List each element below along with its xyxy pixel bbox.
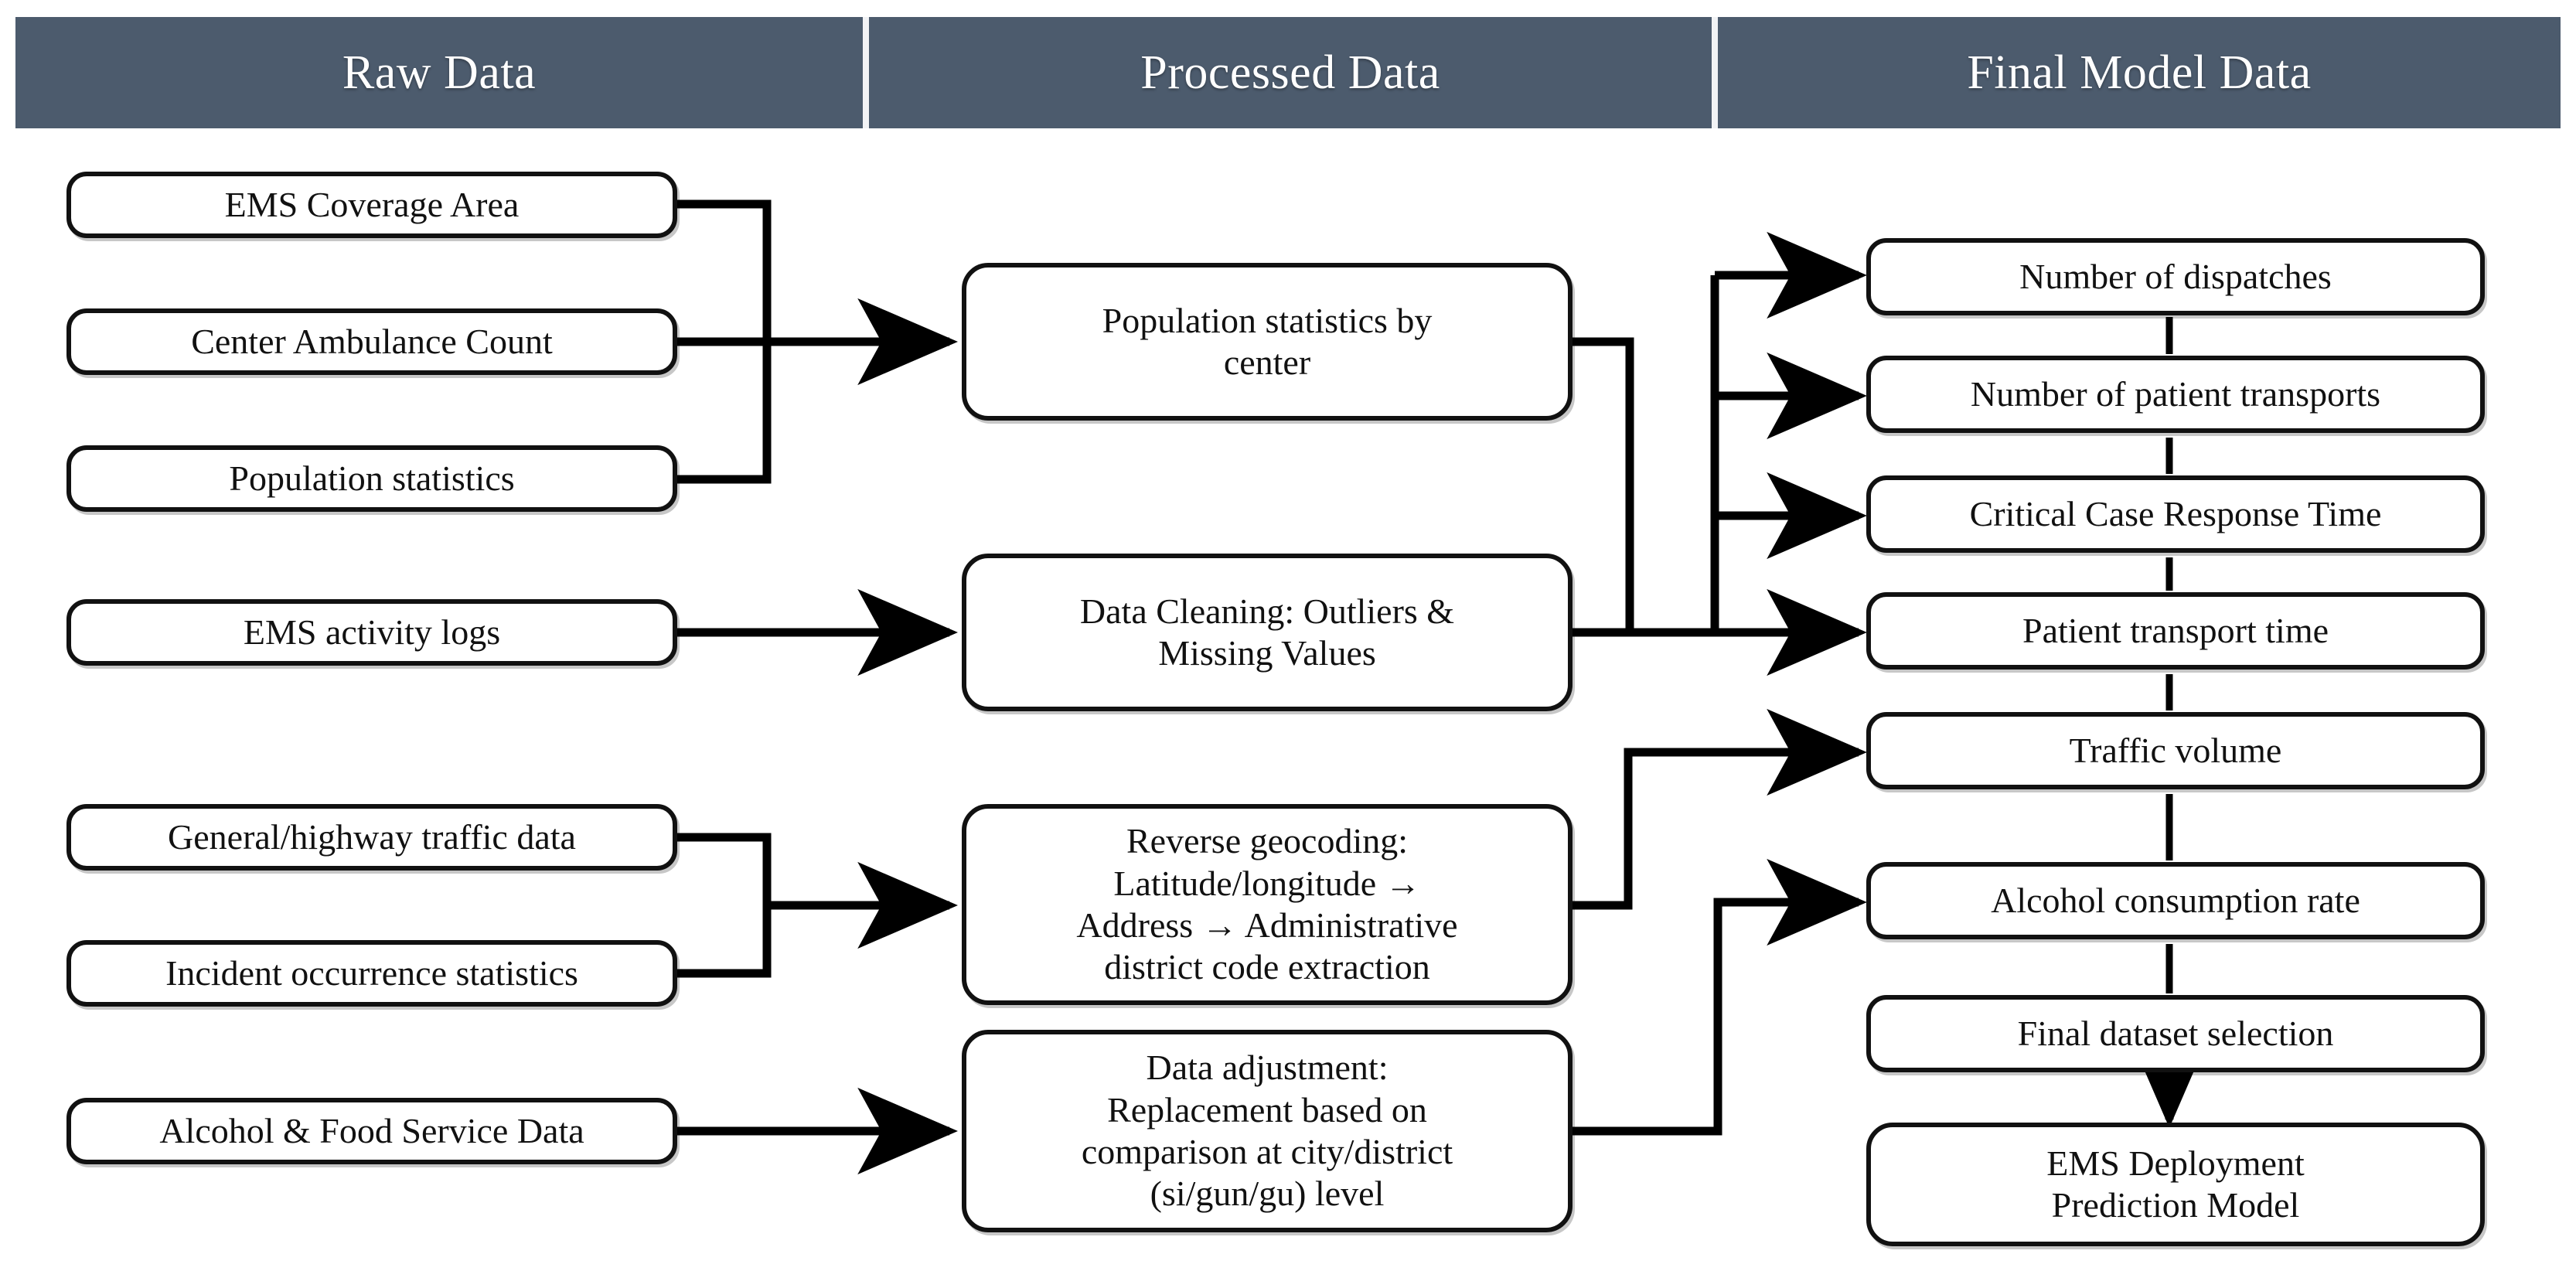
node-population-statistics-by-center[interactable]: Population statistics by center: [962, 263, 1573, 421]
node-traffic-volume[interactable]: Traffic volume: [1866, 712, 2485, 789]
node-label-reverse-geocoding: Reverse geocoding: Latitude/longitude → …: [1076, 821, 1458, 987]
node-label-patient-transport-time: Patient transport time: [2022, 610, 2329, 650]
connector-raw-group2-bracket: [674, 833, 772, 978]
node-label-general-highway-traffic-data: General/highway traffic data: [168, 816, 576, 857]
node-patient-transport-time[interactable]: Patient transport time: [1866, 592, 2485, 670]
node-reverse-geocoding[interactable]: Reverse geocoding: Latitude/longitude → …: [962, 804, 1573, 1005]
header-divider-1: [863, 17, 869, 128]
node-label-data-adjustment: Data adjustment: Replacement based on co…: [1081, 1048, 1453, 1214]
header-column-raw-data: Raw Data: [15, 17, 863, 128]
node-label-incident-occurrence-statistics: Incident occurrence statistics: [165, 952, 578, 993]
node-general-highway-traffic-data[interactable]: General/highway traffic data: [66, 804, 677, 871]
header-column-processed-data: Processed Data: [869, 17, 1712, 128]
header-column-final-model-data: Final Model Data: [1718, 17, 2561, 128]
node-label-alcohol-food-service-data: Alcohol & Food Service Data: [159, 1110, 584, 1150]
node-label-center-ambulance-count: Center Ambulance Count: [191, 321, 553, 361]
connector-data-adjustment-to-alcohol-rate: [1569, 858, 1868, 1136]
node-population-statistics[interactable]: Population statistics: [66, 445, 677, 512]
header-divider-2: [1712, 17, 1718, 128]
node-data-cleaning[interactable]: Data Cleaning: Outliers & Missing Values: [962, 554, 1573, 711]
node-alcohol-consumption-rate[interactable]: Alcohol consumption rate: [1866, 862, 2485, 939]
node-alcohol-food-service-data[interactable]: Alcohol & Food Service Data: [66, 1098, 677, 1164]
node-label-critical-case-response-time: Critical Case Response Time: [1969, 493, 2382, 533]
node-label-data-cleaning: Data Cleaning: Outliers & Missing Values: [1079, 591, 1455, 673]
header-label-final-model-data: Final Model Data: [1967, 46, 2312, 99]
node-label-alcohol-consumption-rate: Alcohol consumption rate: [1991, 880, 2360, 920]
node-center-ambulance-count[interactable]: Center Ambulance Count: [66, 308, 677, 375]
node-number-of-patient-transports[interactable]: Number of patient transports: [1866, 356, 2485, 433]
header-label-processed-data: Processed Data: [1140, 46, 1440, 99]
node-ems-activity-logs[interactable]: EMS activity logs: [66, 599, 677, 666]
header-label-raw-data: Raw Data: [342, 46, 537, 99]
node-label-population-statistics: Population statistics: [229, 458, 515, 498]
node-label-population-statistics-by-center: Population statistics by center: [1102, 300, 1433, 382]
node-label-number-of-dispatches: Number of dispatches: [2019, 256, 2332, 296]
node-ems-coverage-area[interactable]: EMS Coverage Area: [66, 172, 677, 238]
node-label-ems-activity-logs: EMS activity logs: [243, 612, 501, 652]
node-number-of-dispatches[interactable]: Number of dispatches: [1866, 238, 2485, 315]
node-ems-deployment-prediction-model[interactable]: EMS Deployment Prediction Model: [1866, 1123, 2485, 1246]
node-critical-case-response-time[interactable]: Critical Case Response Time: [1866, 475, 2485, 553]
node-data-adjustment[interactable]: Data adjustment: Replacement based on co…: [962, 1030, 1573, 1232]
node-label-traffic-volume: Traffic volume: [2069, 730, 2282, 770]
node-label-ems-deployment-prediction-model: EMS Deployment Prediction Model: [2046, 1143, 2305, 1225]
connector-population-by-center-to-trunk: [1569, 337, 1634, 632]
node-final-dataset-selection[interactable]: Final dataset selection: [1866, 995, 2485, 1072]
node-label-number-of-patient-transports: Number of patient transports: [1970, 373, 2381, 414]
connector-reverse-geocoding-to-traffic-volume: [1569, 708, 1868, 910]
node-incident-occurrence-statistics[interactable]: Incident occurrence statistics: [66, 940, 677, 1007]
node-label-ems-coverage-area: EMS Coverage Area: [224, 184, 520, 224]
node-label-final-dataset-selection: Final dataset selection: [2017, 1013, 2334, 1053]
